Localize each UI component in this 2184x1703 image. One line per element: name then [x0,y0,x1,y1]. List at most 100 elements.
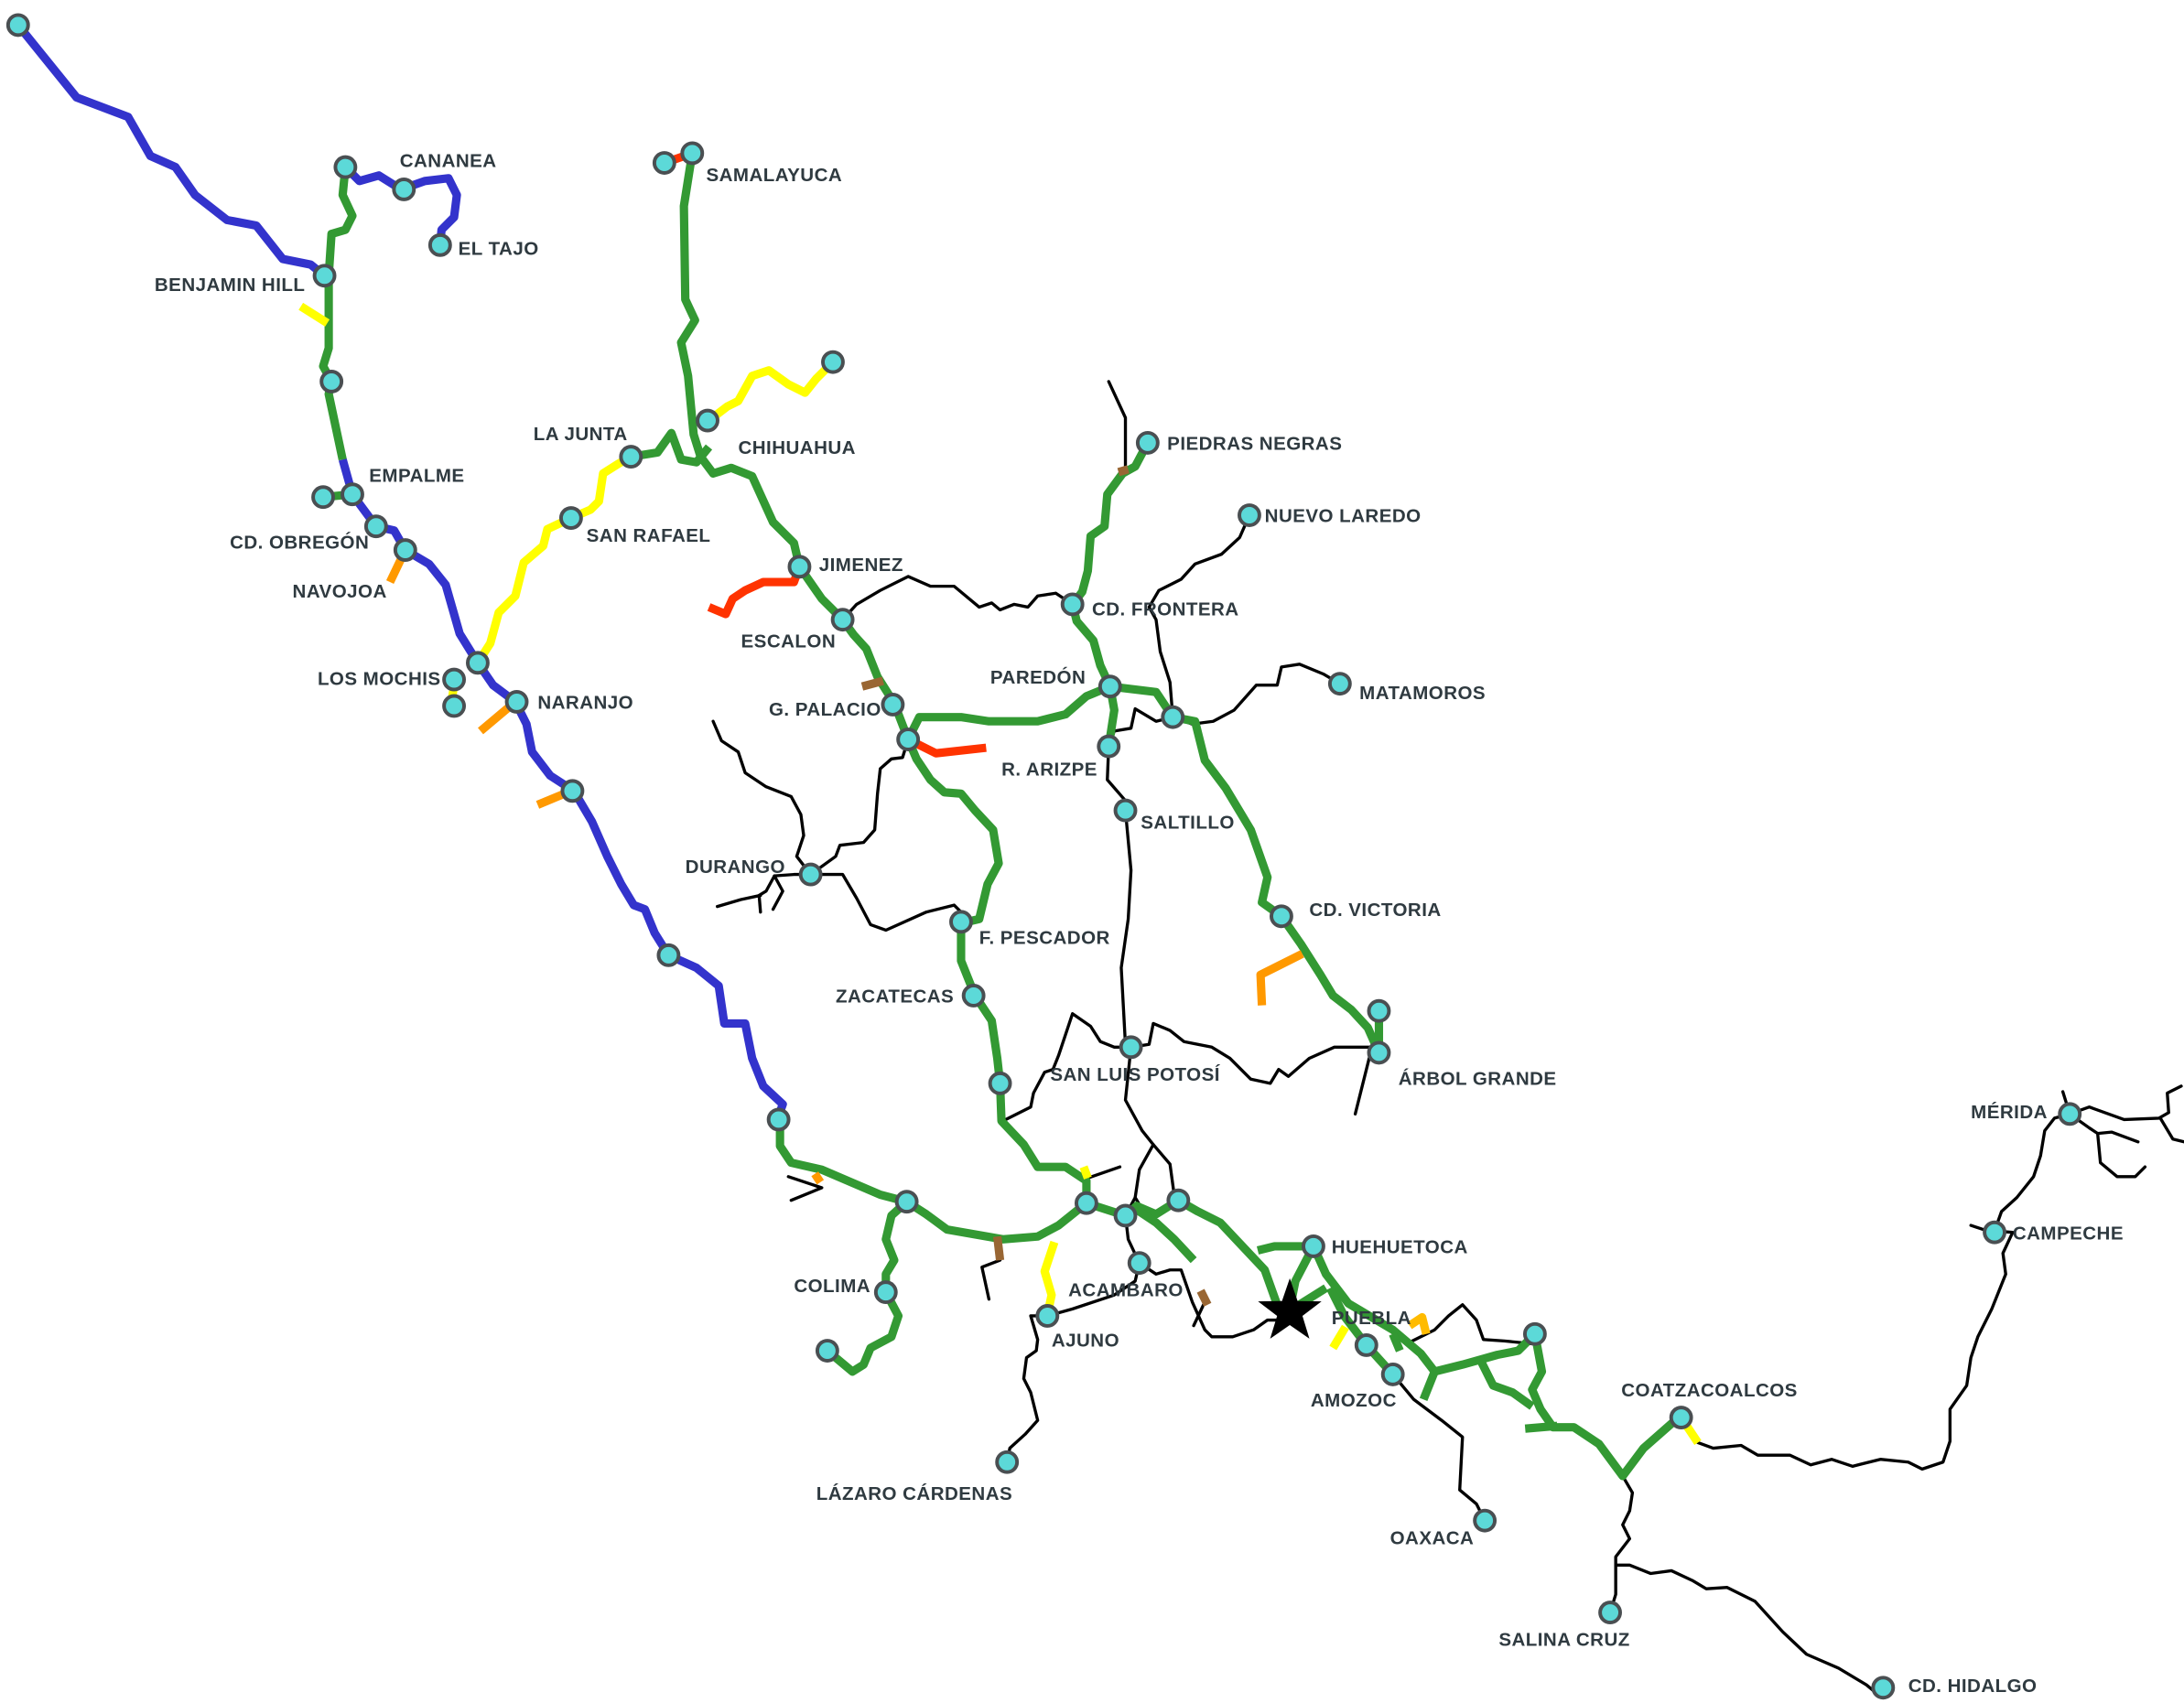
station-node-empalme-west[interactable] [311,485,335,510]
station-node-san-luis-potosi[interactable] [1119,1035,1143,1060]
station-node-acambaro[interactable] [1127,1251,1151,1276]
station-label-g-palacio: G. PALACIO [769,699,881,720]
station-node-cd-hidalgo[interactable] [1871,1676,1896,1700]
station-node-cd-obregon[interactable] [363,514,388,539]
station-node-ajuno[interactable] [1035,1304,1060,1328]
station-node-arbol-grande[interactable] [1367,1040,1391,1065]
rail-line-black [786,1175,824,1202]
station-node-chihuahua[interactable] [696,408,719,433]
rail-line-black [2158,1116,2184,1144]
station-label-durango: DURANGO [686,857,785,878]
station-node-aguascalientes[interactable] [988,1071,1012,1095]
station-node-el-tajo[interactable] [427,232,452,257]
station-node-cananea-west[interactable] [333,155,358,179]
station-node-campeche[interactable] [1983,1220,2006,1245]
rail-line-black [808,872,970,932]
station-node-piedras-negras[interactable] [1135,430,1160,455]
station-node-lazaro-cardenas[interactable] [995,1450,1020,1474]
station-node-torreon[interactable] [896,728,921,751]
station-node-mazatlan-area[interactable] [560,779,585,803]
station-label-coatzacoalcos: COATZACOALCOS [1621,1380,1798,1401]
station-node-durango[interactable] [798,862,823,887]
rail-line-yellow [1040,1240,1059,1316]
station-node-cd-victoria[interactable] [1270,904,1293,929]
station-node-cd-frontera[interactable] [1060,592,1085,617]
station-node-salina-cruz[interactable] [1598,1601,1623,1625]
station-node-escalon[interactable] [830,608,855,632]
station-label-paredon: PAREDÓN [990,666,1086,688]
station-label-campeche: CAMPECHE [2013,1223,2124,1244]
station-node-sonora-mid[interactable] [319,370,344,393]
station-node-arbol-grande-north[interactable] [1367,998,1391,1023]
station-node-g-palacio[interactable] [881,693,905,717]
rail-line-green [775,1119,1127,1244]
station-node-los-mochis[interactable] [442,667,467,692]
station-node-tepic-area[interactable] [766,1107,791,1132]
station-label-chihuahua: CHIHUAHUA [738,437,855,458]
station-node-veracruz[interactable] [1522,1321,1547,1346]
station-node-monterrey[interactable] [1161,705,1185,729]
rail-line-black [1000,1012,1374,1123]
station-node-irapuato[interactable] [1074,1191,1098,1215]
station-label-merida: MÉRIDA [1971,1102,2048,1123]
rail-line-black [1405,1303,1534,1346]
station-node-naranjo[interactable] [504,689,529,714]
station-node-la-junta[interactable] [619,445,643,469]
rail-line-brown [1196,1288,1212,1307]
station-label-oaxaca: OAXACA [1390,1528,1475,1549]
station-node-coatzacoalcos[interactable] [1669,1406,1693,1429]
station-node-queretaro[interactable] [1166,1188,1191,1213]
station-label-cd-obregon: CD. OBREGÓN [230,532,369,554]
station-label-la-junta: LA JUNTA [534,424,628,445]
station-node-nw-terminal[interactable] [5,13,30,38]
rail-line-black [980,1258,1002,1301]
rail-line-black [715,893,762,909]
station-node-navojoa[interactable] [393,538,417,562]
rail-line-black [771,874,784,911]
station-node-san-rafael[interactable] [558,506,583,530]
station-node-merida[interactable] [2058,1102,2082,1126]
rail-line-green [904,682,1177,742]
station-node-ojinaga-area[interactable] [821,350,845,374]
station-node-r-arizpe[interactable] [1097,734,1121,759]
station-node-nuevo-laredo[interactable] [1238,503,1261,527]
rail-line-red [707,565,804,619]
rail-line-gold [1407,1312,1431,1335]
station-node-colima[interactable] [873,1280,898,1305]
station-node-samalayuca[interactable] [680,141,705,166]
station-label-colima: COLIMA [794,1276,870,1297]
station-node-benjamin-hill[interactable] [312,264,337,288]
rail-line-green [1309,1245,1681,1481]
station-node-los-mochis-junction[interactable] [466,651,490,675]
station-node-huehuetoca[interactable] [1302,1234,1325,1258]
station-node-zacatecas[interactable] [961,984,986,1008]
station-node-cananea[interactable] [392,178,416,201]
rail-line-yellow [1079,1165,1092,1180]
station-node-f-pescador[interactable] [949,910,973,934]
station-node-guadalajara[interactable] [894,1190,919,1214]
station-label-empalme: EMPALME [369,465,464,486]
station-node-matamoros[interactable] [1327,672,1352,696]
rail-line-black [2095,1131,2147,1179]
station-nodes [5,13,2082,1700]
station-node-jimenez[interactable] [787,555,812,579]
station-node-los-mochis-south[interactable] [442,694,467,718]
station-label-samalayuca: SAMALAYUCA [706,165,842,186]
station-node-samalayuca-west[interactable] [652,151,676,175]
station-node-amozoc[interactable] [1380,1362,1405,1386]
station-node-saltillo[interactable] [1113,798,1138,823]
station-node-oaxaca[interactable] [1473,1508,1497,1533]
station-node-paredon[interactable] [1097,674,1122,699]
rail-line-green [1132,1205,1197,1264]
rail-line-green [630,428,713,467]
station-node-manzanillo[interactable] [815,1339,839,1363]
star-icon[interactable] [1258,1277,1322,1339]
station-node-empalme[interactable] [341,482,364,507]
rail-line-green [1122,1196,1293,1323]
station-node-celaya[interactable] [1113,1203,1138,1228]
station-node-puebla[interactable] [1354,1332,1379,1357]
rail-line-blue [342,164,461,246]
station-node-pacific-mid[interactable] [656,943,681,967]
rail-line-green [1068,440,1151,689]
rail-line-black [1696,1112,2071,1471]
